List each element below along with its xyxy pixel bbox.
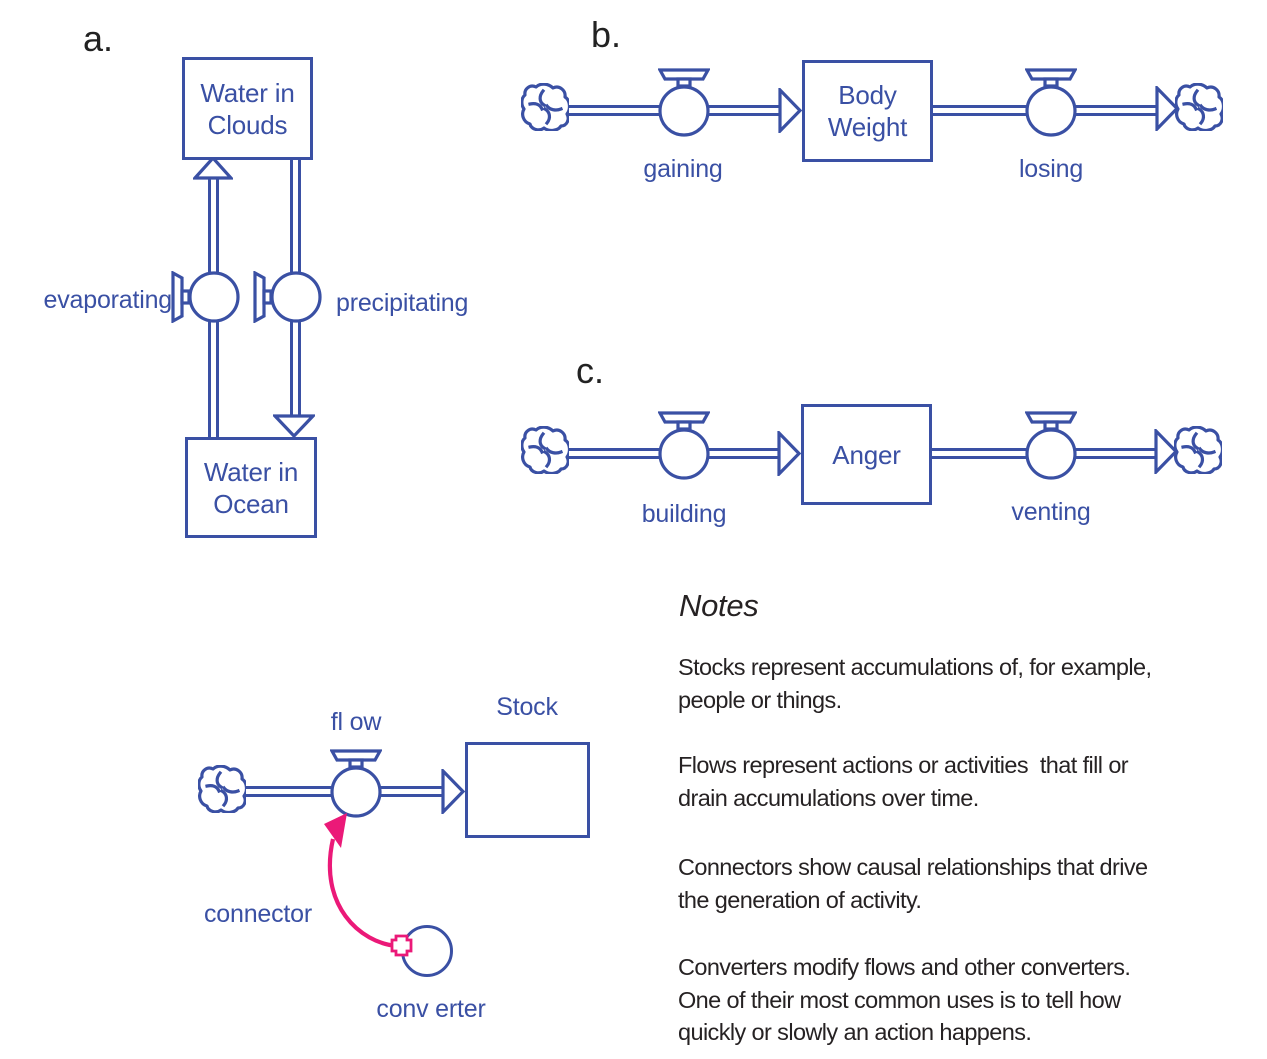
evaporating-valve-icon xyxy=(171,271,240,323)
stock-label: Clouds xyxy=(207,109,288,140)
connector-arrow-icon xyxy=(324,813,413,957)
connector-handle-icon xyxy=(390,934,413,957)
legend-connector-label: connector xyxy=(204,900,312,928)
section-c-letter: c. xyxy=(576,350,605,391)
source-cloud-icon xyxy=(521,426,569,474)
venting-valve-icon xyxy=(1025,411,1077,480)
stock-water-in-ocean: Water in Ocean xyxy=(185,437,317,538)
section-b-letter: b. xyxy=(591,14,622,55)
notes-title: Notes xyxy=(679,588,759,623)
note-line: Converters modify flows and other conver… xyxy=(678,954,1131,980)
notes-paragraph-stocks: Stocks represent accumulations of, for e… xyxy=(678,651,1152,716)
flow-label-evaporating: evaporating xyxy=(43,286,173,314)
losing-valve-icon xyxy=(1025,68,1077,137)
flow-arrowhead-down-icon xyxy=(273,414,315,438)
notes-paragraph-connectors: Connectors show causal relationships tha… xyxy=(678,851,1148,916)
note-line: the generation of activity. xyxy=(678,886,922,913)
note-line: Flows represent actions or activities th… xyxy=(678,752,1129,778)
legend-stock-box xyxy=(465,742,590,838)
stock-water-in-clouds: Water in Clouds xyxy=(182,57,313,160)
section-a-letter: a. xyxy=(83,18,114,59)
stock-label: Anger xyxy=(832,439,901,470)
stock-label: Water in xyxy=(203,456,299,487)
note-line: people or things. xyxy=(678,686,842,713)
source-cloud-icon xyxy=(521,83,569,131)
stock-label: Weight xyxy=(827,112,908,142)
stock-label: Water in xyxy=(200,77,295,108)
stock-label: Ocean xyxy=(213,488,289,519)
flow-label-losing: losing xyxy=(1018,155,1084,183)
note-line: One of their most common uses is to tell… xyxy=(678,986,1121,1013)
note-line: drain accumulations over time. xyxy=(678,784,979,811)
note-line: Stocks represent accumulations of, for e… xyxy=(678,654,1152,680)
stock-label: Body xyxy=(838,80,897,110)
source-cloud-icon xyxy=(198,765,246,813)
note-line: quickly or slowly an action happens. xyxy=(678,1019,1032,1045)
legend-stock-label: Stock xyxy=(496,693,558,721)
legend-flow-label: fl ow xyxy=(330,708,382,736)
flow-label-venting: venting xyxy=(1011,498,1091,526)
flow-label-gaining: gaining xyxy=(643,155,723,183)
stock-anger: Anger xyxy=(801,404,932,505)
flow-arrowhead-right-icon xyxy=(778,88,802,133)
gaining-valve-icon xyxy=(658,68,710,137)
sink-cloud-icon xyxy=(1175,83,1223,131)
legend-converter-label: conv erter xyxy=(376,995,486,1023)
flow-label-building: building xyxy=(641,500,727,528)
notes-paragraph-converters: Converters modify flows and other conver… xyxy=(678,951,1131,1049)
stock-body-weight: Body Weight xyxy=(802,60,933,162)
precipitating-valve-icon xyxy=(253,271,322,323)
flow-arrowhead-right-icon xyxy=(777,431,801,476)
notes-paragraph-flows: Flows represent actions or activities th… xyxy=(678,749,1129,814)
sink-cloud-icon xyxy=(1174,426,1222,474)
building-valve-icon xyxy=(658,411,710,480)
flow-label-precipitating: precipitating xyxy=(336,289,469,317)
note-line: Connectors show causal relationships tha… xyxy=(678,854,1148,880)
